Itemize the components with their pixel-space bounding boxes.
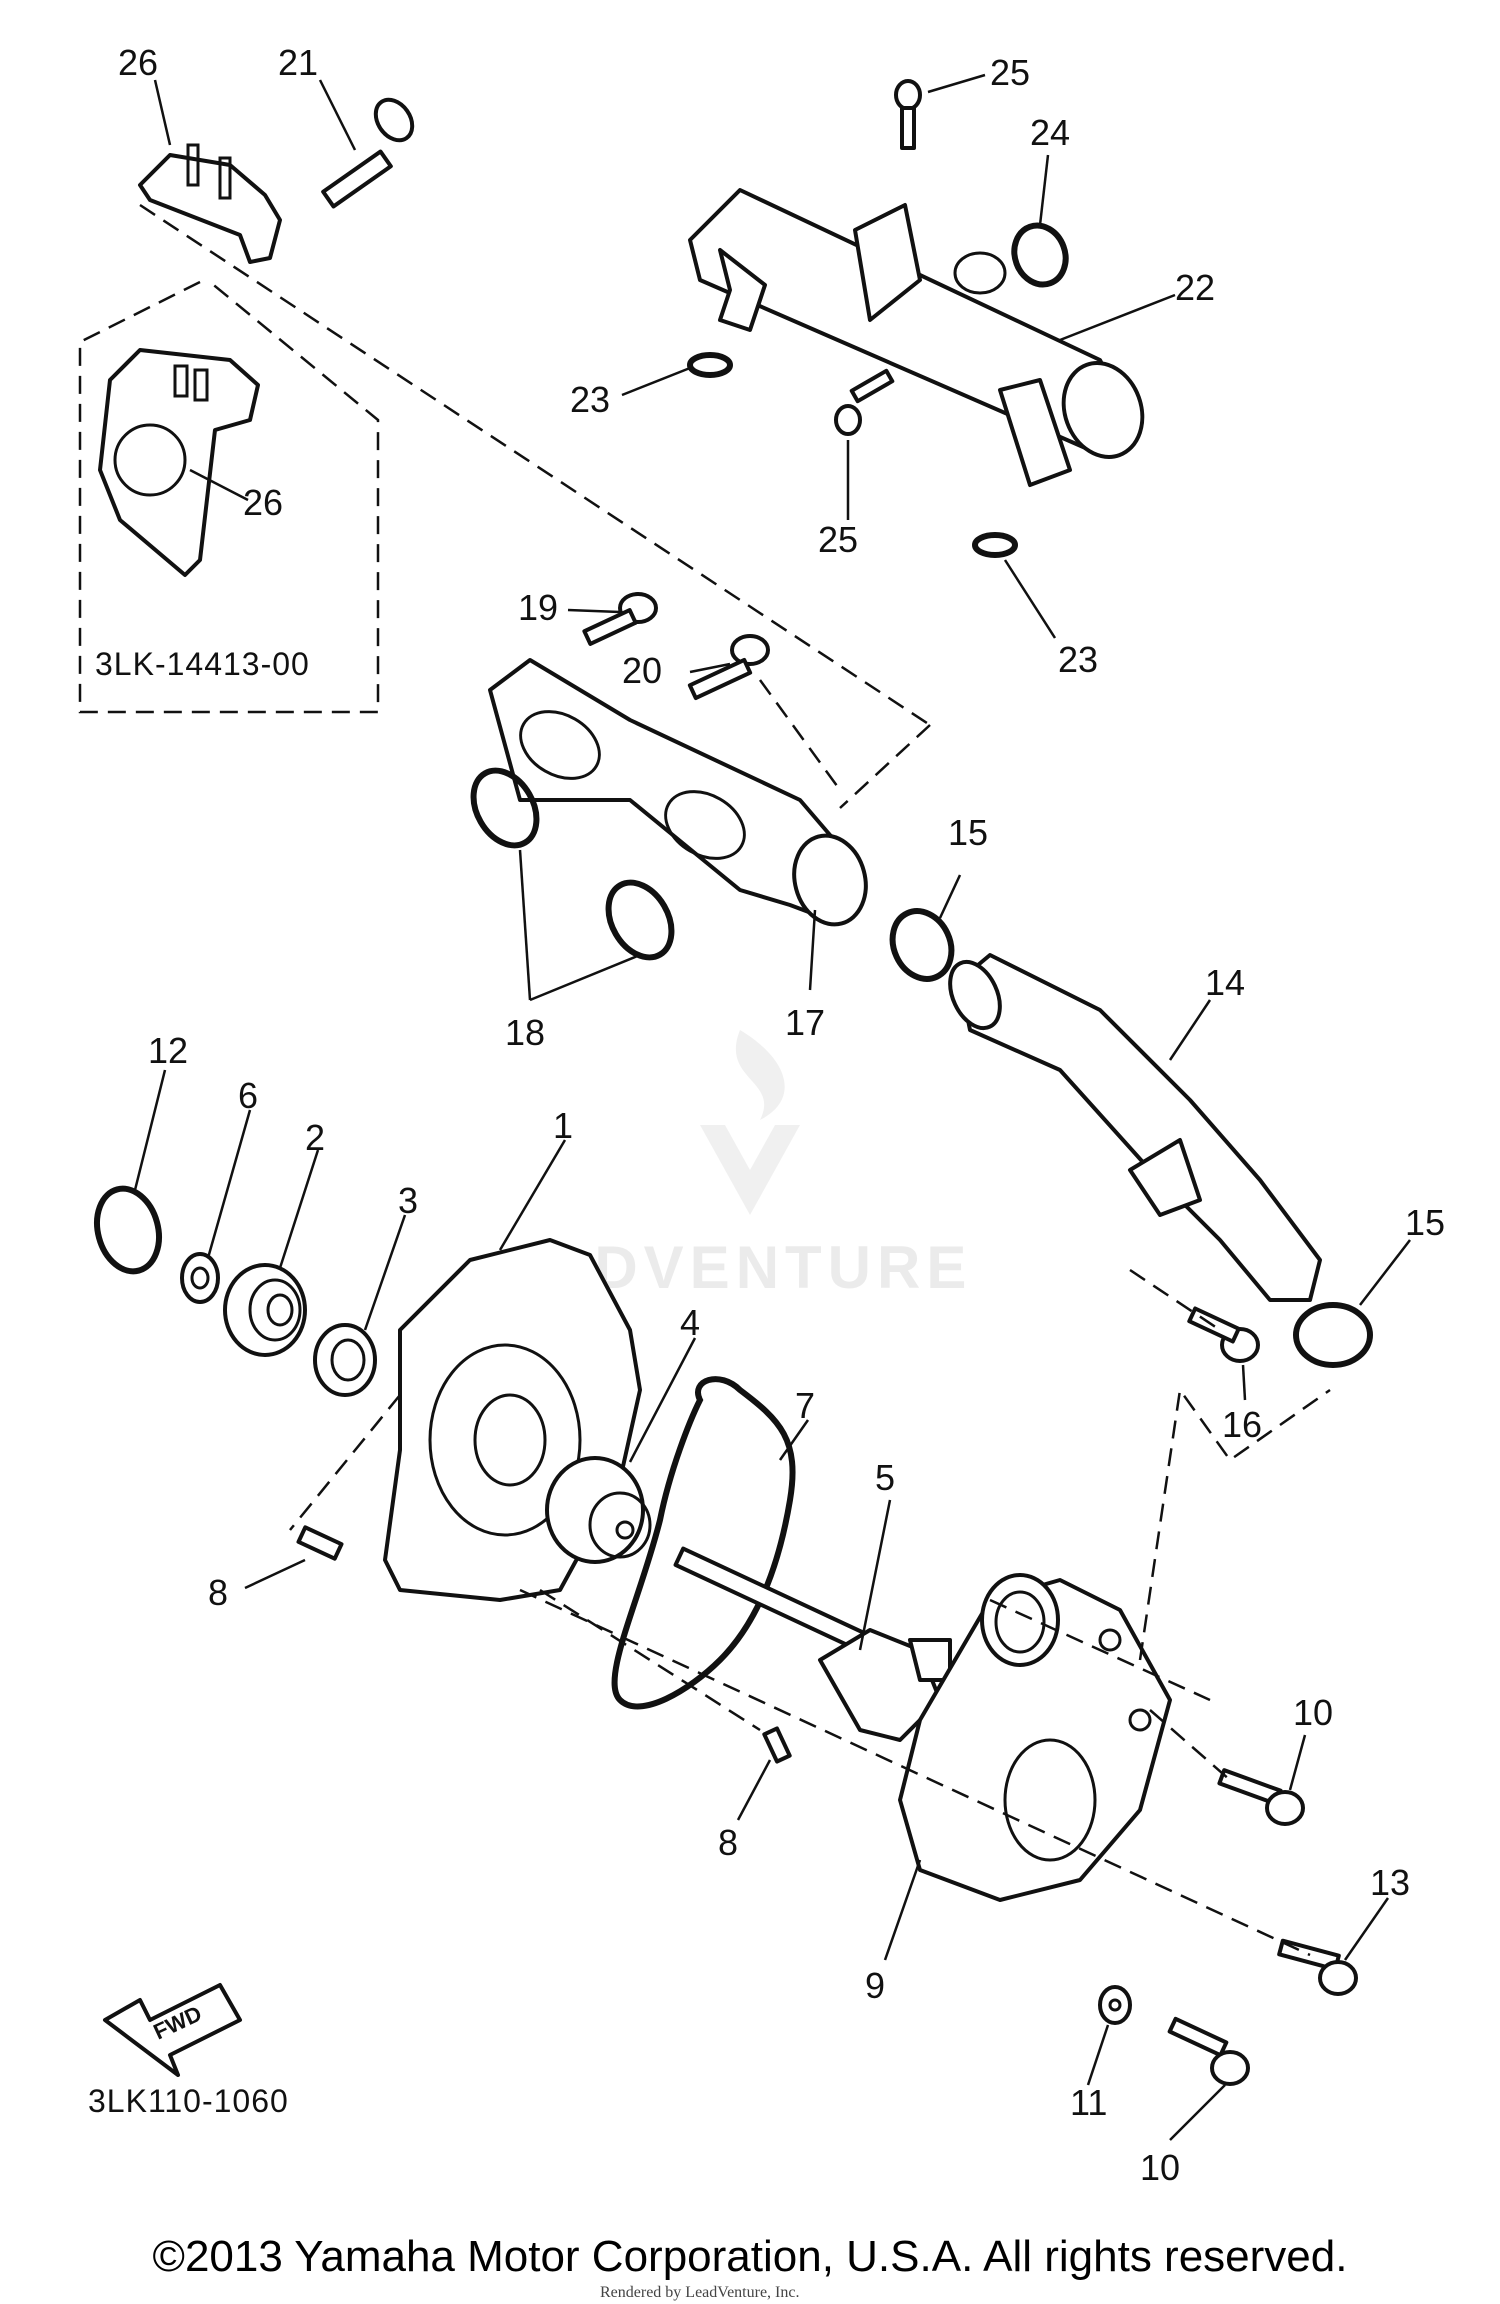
- callout-23-left: 23: [570, 379, 610, 420]
- hose-14: [948, 953, 1322, 1302]
- callout-13: 13: [1370, 1862, 1410, 1903]
- callout-15-right: 15: [1405, 1202, 1445, 1243]
- callout-21: 21: [278, 42, 318, 83]
- callout-labels: 26 21 25 24 22 23 26 25 23 19 20 3LK-144…: [88, 42, 1445, 2188]
- pipe-22: [688, 188, 1145, 487]
- fitting-17: [488, 658, 868, 927]
- part-number-code: 3LK-14413-00: [95, 646, 310, 682]
- callout-7: 7: [795, 1385, 815, 1426]
- callout-17: 17: [785, 1002, 825, 1043]
- bolt-20: [687, 634, 770, 701]
- callout-3: 3: [398, 1180, 418, 1221]
- copyright-notice: ©2013 Yamaha Motor Corporation, U.S.A. A…: [152, 2232, 1348, 2281]
- watermark-text: ADVENTURE: [545, 1234, 972, 1301]
- callout-11: 11: [1070, 2082, 1107, 2123]
- bolt-21: [321, 97, 415, 209]
- bracket-26: [138, 153, 282, 264]
- callout-5: 5: [875, 1457, 895, 1498]
- bolt-16: [1187, 1306, 1260, 1363]
- seal-6: [180, 1252, 220, 1304]
- alt-part-box: [78, 280, 380, 714]
- callout-25-top: 25: [990, 52, 1030, 93]
- callout-1: 1: [553, 1105, 573, 1146]
- pump-housing-9: [898, 1573, 1172, 1902]
- callout-19: 19: [518, 587, 558, 628]
- render-credit: Rendered by LeadVenture, Inc.: [600, 2284, 800, 2301]
- callout-16: 16: [1222, 1404, 1262, 1445]
- dowel-8-lower: [762, 1726, 792, 1764]
- o-ring-15-top: [889, 908, 955, 982]
- callout-2: 2: [305, 1117, 325, 1158]
- callout-24: 24: [1030, 112, 1070, 153]
- callout-20: 20: [622, 650, 662, 691]
- o-ring-24: [1011, 222, 1069, 288]
- o-ring-15-right: [1293, 1302, 1373, 1368]
- o-ring-18-left: [470, 767, 540, 849]
- bolt-25-bottom: [834, 368, 895, 436]
- callout-4: 4: [680, 1302, 700, 1343]
- callout-10-lower: 10: [1140, 2147, 1180, 2188]
- bolt-13: [1277, 1938, 1358, 1996]
- dowel-8-upper: [296, 1525, 344, 1561]
- o-ring-23-left: [687, 352, 733, 378]
- watermark-logo: ADVENTURE: [545, 1030, 972, 1301]
- callout-8-lower: 8: [718, 1822, 738, 1863]
- diagram-code: 3LK110-1060: [88, 2083, 289, 2119]
- callout-18: 18: [505, 1012, 545, 1053]
- callout-10-upper: 10: [1293, 1692, 1333, 1733]
- callout-26-alt: 26: [243, 482, 283, 523]
- assembly-lines: [139, 203, 1331, 1957]
- bolt-10-lower: [1167, 2016, 1250, 2086]
- callout-12: 12: [148, 1030, 188, 1071]
- leader-lines: [133, 73, 1411, 2141]
- callout-8-upper: 8: [208, 1572, 228, 1613]
- shaft-5: [673, 1546, 952, 1742]
- o-ring-18-right: [605, 879, 675, 961]
- callout-22: 22: [1175, 267, 1215, 308]
- callout-9: 9: [865, 1965, 885, 2006]
- callout-26-top: 26: [118, 42, 158, 83]
- callout-15-top: 15: [948, 812, 988, 853]
- bearing-2: [223, 1263, 307, 1357]
- callout-6: 6: [238, 1075, 258, 1116]
- callout-14: 14: [1205, 962, 1245, 1003]
- callout-23-right: 23: [1058, 639, 1098, 680]
- o-ring-23-right: [972, 532, 1018, 558]
- fwd-arrow-icon: FWD: [103, 1983, 242, 2077]
- bracket-26-alt: [98, 348, 260, 577]
- bolt-25-top: [894, 79, 922, 150]
- bolt-19: [582, 592, 658, 646]
- gasket-7: [611, 1376, 796, 1710]
- o-ring-12: [94, 1185, 162, 1275]
- bolt-10-upper: [1217, 1768, 1305, 1826]
- impeller-4: [545, 1456, 652, 1564]
- callout-25-bottom: 25: [818, 519, 858, 560]
- seal-3: [313, 1323, 377, 1397]
- washer-11: [1098, 1985, 1132, 2025]
